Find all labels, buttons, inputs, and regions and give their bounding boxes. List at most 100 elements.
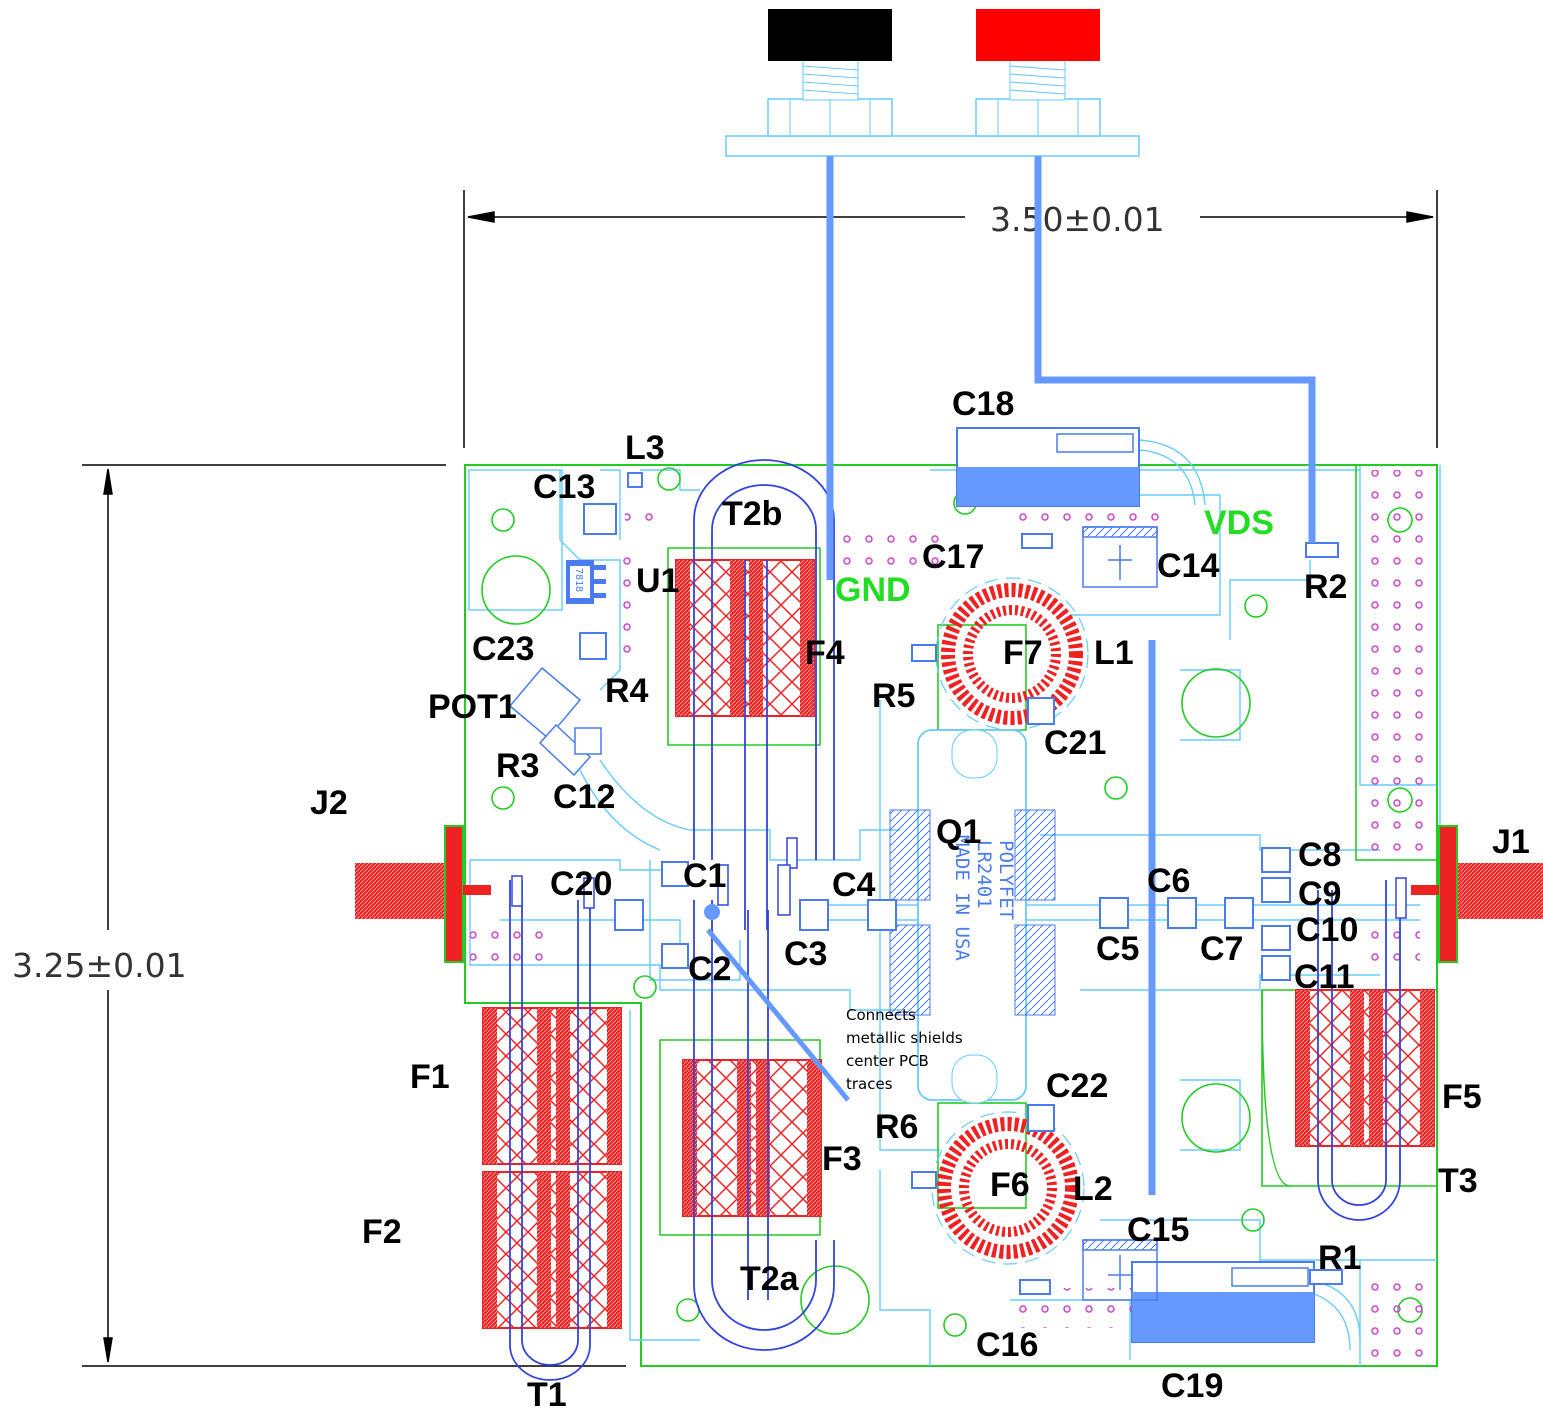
label-c11: C11 <box>1294 958 1355 996</box>
ferrite-f3 <box>682 1059 822 1217</box>
c20-pad <box>614 899 644 931</box>
label-c4: C4 <box>832 866 876 904</box>
connector-j2 <box>355 825 491 963</box>
terminal-block <box>725 9 1140 157</box>
label-c17: C17 <box>922 538 984 576</box>
shield-annotation: Connects metallic shields center PCB tra… <box>846 1006 963 1093</box>
connector-j1 <box>1411 825 1543 963</box>
height-dimension-label: 3.25±0.01 <box>12 946 187 985</box>
r5-pad <box>911 644 937 662</box>
mount-hole <box>1181 1083 1251 1153</box>
label-f5: F5 <box>1442 1078 1482 1116</box>
label-c16: C16 <box>976 1326 1038 1364</box>
c6-pad <box>1167 897 1197 929</box>
mount-hole <box>481 555 551 625</box>
c7-pad <box>1224 897 1254 929</box>
label-c8: C8 <box>1298 836 1341 874</box>
c17-pad <box>1021 533 1053 549</box>
c3-pad <box>799 899 829 931</box>
dimension-height <box>82 464 626 1367</box>
transistor-q1: POLYFET LR2401 MADE IN USA <box>889 729 1056 1104</box>
width-dimension-label: 3.50±0.01 <box>990 200 1165 239</box>
label-c23: C23 <box>472 630 534 668</box>
label-f6: F6 <box>990 1166 1030 1204</box>
label-c5: C5 <box>1096 930 1139 968</box>
capacitor-c18 <box>956 427 1140 507</box>
label-c2: C2 <box>688 950 731 988</box>
vds-net-label: VDS <box>1204 504 1274 542</box>
label-l3: L3 <box>625 429 665 467</box>
smd-pads <box>579 472 1343 1295</box>
label-r2: R2 <box>1304 568 1347 606</box>
c13-pad <box>583 503 617 535</box>
label-c20: C20 <box>550 865 612 903</box>
c22-pad <box>1027 1104 1055 1132</box>
mount-hole <box>800 1265 870 1335</box>
label-f2: F2 <box>362 1213 402 1251</box>
label-f7: F7 <box>1003 634 1043 672</box>
q1-marking-1: POLYFET <box>995 840 1017 920</box>
label-q1: Q1 <box>936 813 981 851</box>
r2-pad <box>1305 542 1339 558</box>
r1-pad <box>1309 1269 1343 1285</box>
label-c10: C10 <box>1296 911 1358 949</box>
label-f3: F3 <box>822 1140 862 1178</box>
c9-pad <box>1261 877 1291 903</box>
label-c15: C15 <box>1127 1211 1189 1249</box>
label-c13: C13 <box>533 468 595 506</box>
label-t3: T3 <box>1438 1162 1478 1200</box>
capacitor-c15 <box>1082 1239 1158 1301</box>
c4-pad <box>867 899 897 931</box>
terminal-base-plate <box>725 135 1140 157</box>
label-c18: C18 <box>952 385 1014 423</box>
capacitor-c19 <box>1131 1261 1315 1343</box>
reference-designators: C18 L3 C13 T2b U1 C17 C14 R2 C23 F4 F7 L… <box>310 385 1530 1413</box>
c10-pad <box>1261 925 1291 951</box>
label-u1: U1 <box>636 562 679 600</box>
ferrite-f2 <box>482 1171 622 1329</box>
label-c1: C1 <box>683 857 726 895</box>
capacitor-c14 <box>1082 526 1158 588</box>
label-c21: C21 <box>1044 724 1106 762</box>
label-c14: C14 <box>1157 547 1219 585</box>
r6-pad <box>911 1171 937 1189</box>
label-c6: C6 <box>1147 862 1190 900</box>
gnd-terminal-cap <box>768 9 892 61</box>
ferrite-f1 <box>482 1007 622 1165</box>
annotation-line-4: traces <box>846 1075 893 1093</box>
c23-pad <box>579 632 607 660</box>
label-f4: F4 <box>805 634 845 672</box>
label-f1: F1 <box>410 1058 450 1096</box>
label-r4: R4 <box>605 672 649 710</box>
label-c7: C7 <box>1200 930 1243 968</box>
label-r1: R1 <box>1318 1239 1361 1277</box>
via-array <box>470 470 1435 1360</box>
annotation-line-1: Connects <box>846 1006 916 1024</box>
label-l2: L2 <box>1073 1170 1113 1208</box>
label-t2b: T2b <box>722 495 782 533</box>
annotation-line-2: metallic shields <box>846 1029 963 1047</box>
label-pot1: POT1 <box>428 688 517 726</box>
q1-marking-3: MADE IN USA <box>951 835 973 961</box>
label-c9: C9 <box>1298 875 1341 913</box>
q1-marking-2: LR2401 <box>973 840 995 909</box>
label-r5: R5 <box>872 677 915 715</box>
label-j1: J1 <box>1492 823 1530 861</box>
label-r6: R6 <box>875 1108 918 1146</box>
c5-pad <box>1099 897 1129 929</box>
label-t2a: T2a <box>740 1260 800 1298</box>
c2-pad <box>661 943 689 969</box>
l3-pad <box>627 472 643 488</box>
c8-pad <box>1261 847 1291 873</box>
c1-pad <box>661 861 689 887</box>
label-j2: J2 <box>310 784 348 822</box>
c11-pad <box>1261 955 1291 981</box>
label-c22: C22 <box>1046 1067 1108 1105</box>
label-c19: C19 <box>1161 1367 1223 1405</box>
vds-terminal-cap <box>976 9 1100 61</box>
power-wires <box>706 156 1316 1195</box>
label-c12: C12 <box>553 778 615 816</box>
label-t1: T1 <box>527 1376 567 1413</box>
gnd-net-label: GND <box>835 571 911 609</box>
